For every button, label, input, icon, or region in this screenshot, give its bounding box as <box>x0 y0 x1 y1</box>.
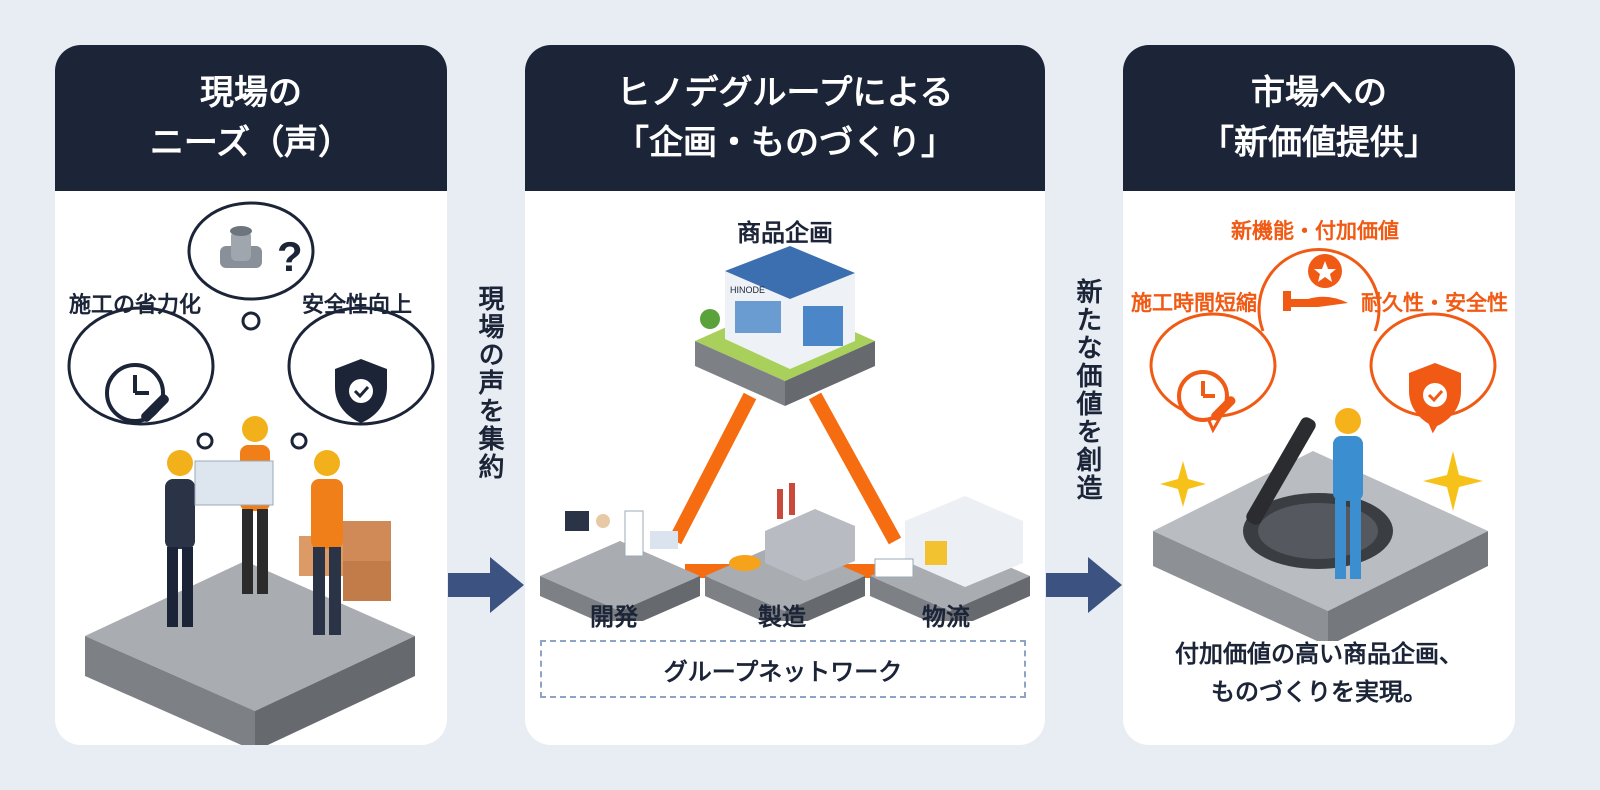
hinode-sign: HINODE <box>730 285 765 295</box>
product-planning-label: 商品企画 <box>737 219 833 247</box>
hand-star-icon <box>1283 254 1348 311</box>
right-orange-bubble <box>1369 312 1497 434</box>
worker-map <box>194 416 274 594</box>
planning-illustration: HINODE <box>540 246 1030 621</box>
planning-title-line1: ヒノデグループによる <box>616 73 954 113</box>
value-panel: 市場への 「新価値提供」 <box>1123 45 1515 745</box>
hq-building: HINODE <box>695 246 875 406</box>
needs-bubble-left-label: 施工の省力化 <box>69 293 202 318</box>
needs-illustration: ? <box>67 201 435 745</box>
logistics-platform <box>870 496 1030 621</box>
sparkle-icon <box>1423 451 1483 511</box>
clock-wrench-icon <box>105 363 169 423</box>
tagline-line2: ものづくりを実現。 <box>1211 678 1427 706</box>
top-bubble <box>1257 248 1381 332</box>
planning-title-line2: 「企画・ものづくり」 <box>615 123 955 163</box>
planning-header: ヒノデグループによる 「企画・ものづくり」 <box>525 45 1045 191</box>
mfg-platform <box>705 483 865 621</box>
value-tagline: 付加価値の高い商品企画、 ものづくりを実現。 <box>1123 635 1515 711</box>
value-label-right: 耐久性・安全性 <box>1361 291 1508 315</box>
needs-title-line2: ニーズ（声） <box>149 123 353 163</box>
value-title-line2: 「新価値提供」 <box>1200 123 1438 163</box>
logistics-label: 物流 <box>922 603 970 631</box>
value-illustration <box>1149 248 1497 641</box>
worker-blue <box>1333 408 1363 579</box>
dev-label: 開発 <box>590 603 638 631</box>
needs-bubble-right-label: 安全性向上 <box>302 293 413 318</box>
worker-phone <box>311 450 343 635</box>
question-icon: ? <box>277 233 303 280</box>
value-header: 市場への 「新価値提供」 <box>1123 45 1515 191</box>
mfg-label: 製造 <box>758 603 806 631</box>
right-arrow-icon <box>1046 557 1122 613</box>
dev-platform <box>540 510 700 621</box>
link-logistics <box>808 392 902 545</box>
needs-title-line1: 現場の <box>200 73 302 113</box>
pipe-icon <box>220 226 262 268</box>
orange-clock-wrench-icon <box>1177 370 1236 422</box>
value-title-line1: 市場への <box>1251 73 1387 113</box>
shield-check-icon <box>335 359 387 423</box>
worker-suit <box>165 450 195 627</box>
value-label-top: 新機能・付加価値 <box>1231 219 1399 243</box>
group-network-box: グループネットワーク <box>540 640 1026 698</box>
value-label-left: 施工時間短縮 <box>1131 291 1257 315</box>
link-dev <box>668 392 757 545</box>
left-connector-text: 現場の声を集約 <box>471 285 508 481</box>
orange-shield-icon <box>1409 363 1461 427</box>
right-connector-text: 新たな価値を創造 <box>1069 278 1106 502</box>
sparkle-icon <box>1160 461 1206 507</box>
planning-panel: ヒノデグループによる 「企画・ものづくり」 商品企画 HINODE <box>525 45 1045 745</box>
needs-panel: 現場の ニーズ（声） ? <box>55 45 447 745</box>
auger-tool <box>1246 417 1316 525</box>
left-arrow-icon <box>448 557 524 613</box>
needs-header: 現場の ニーズ（声） <box>55 45 447 191</box>
tagline-line1: 付加価値の高い商品企画、 <box>1175 640 1463 668</box>
